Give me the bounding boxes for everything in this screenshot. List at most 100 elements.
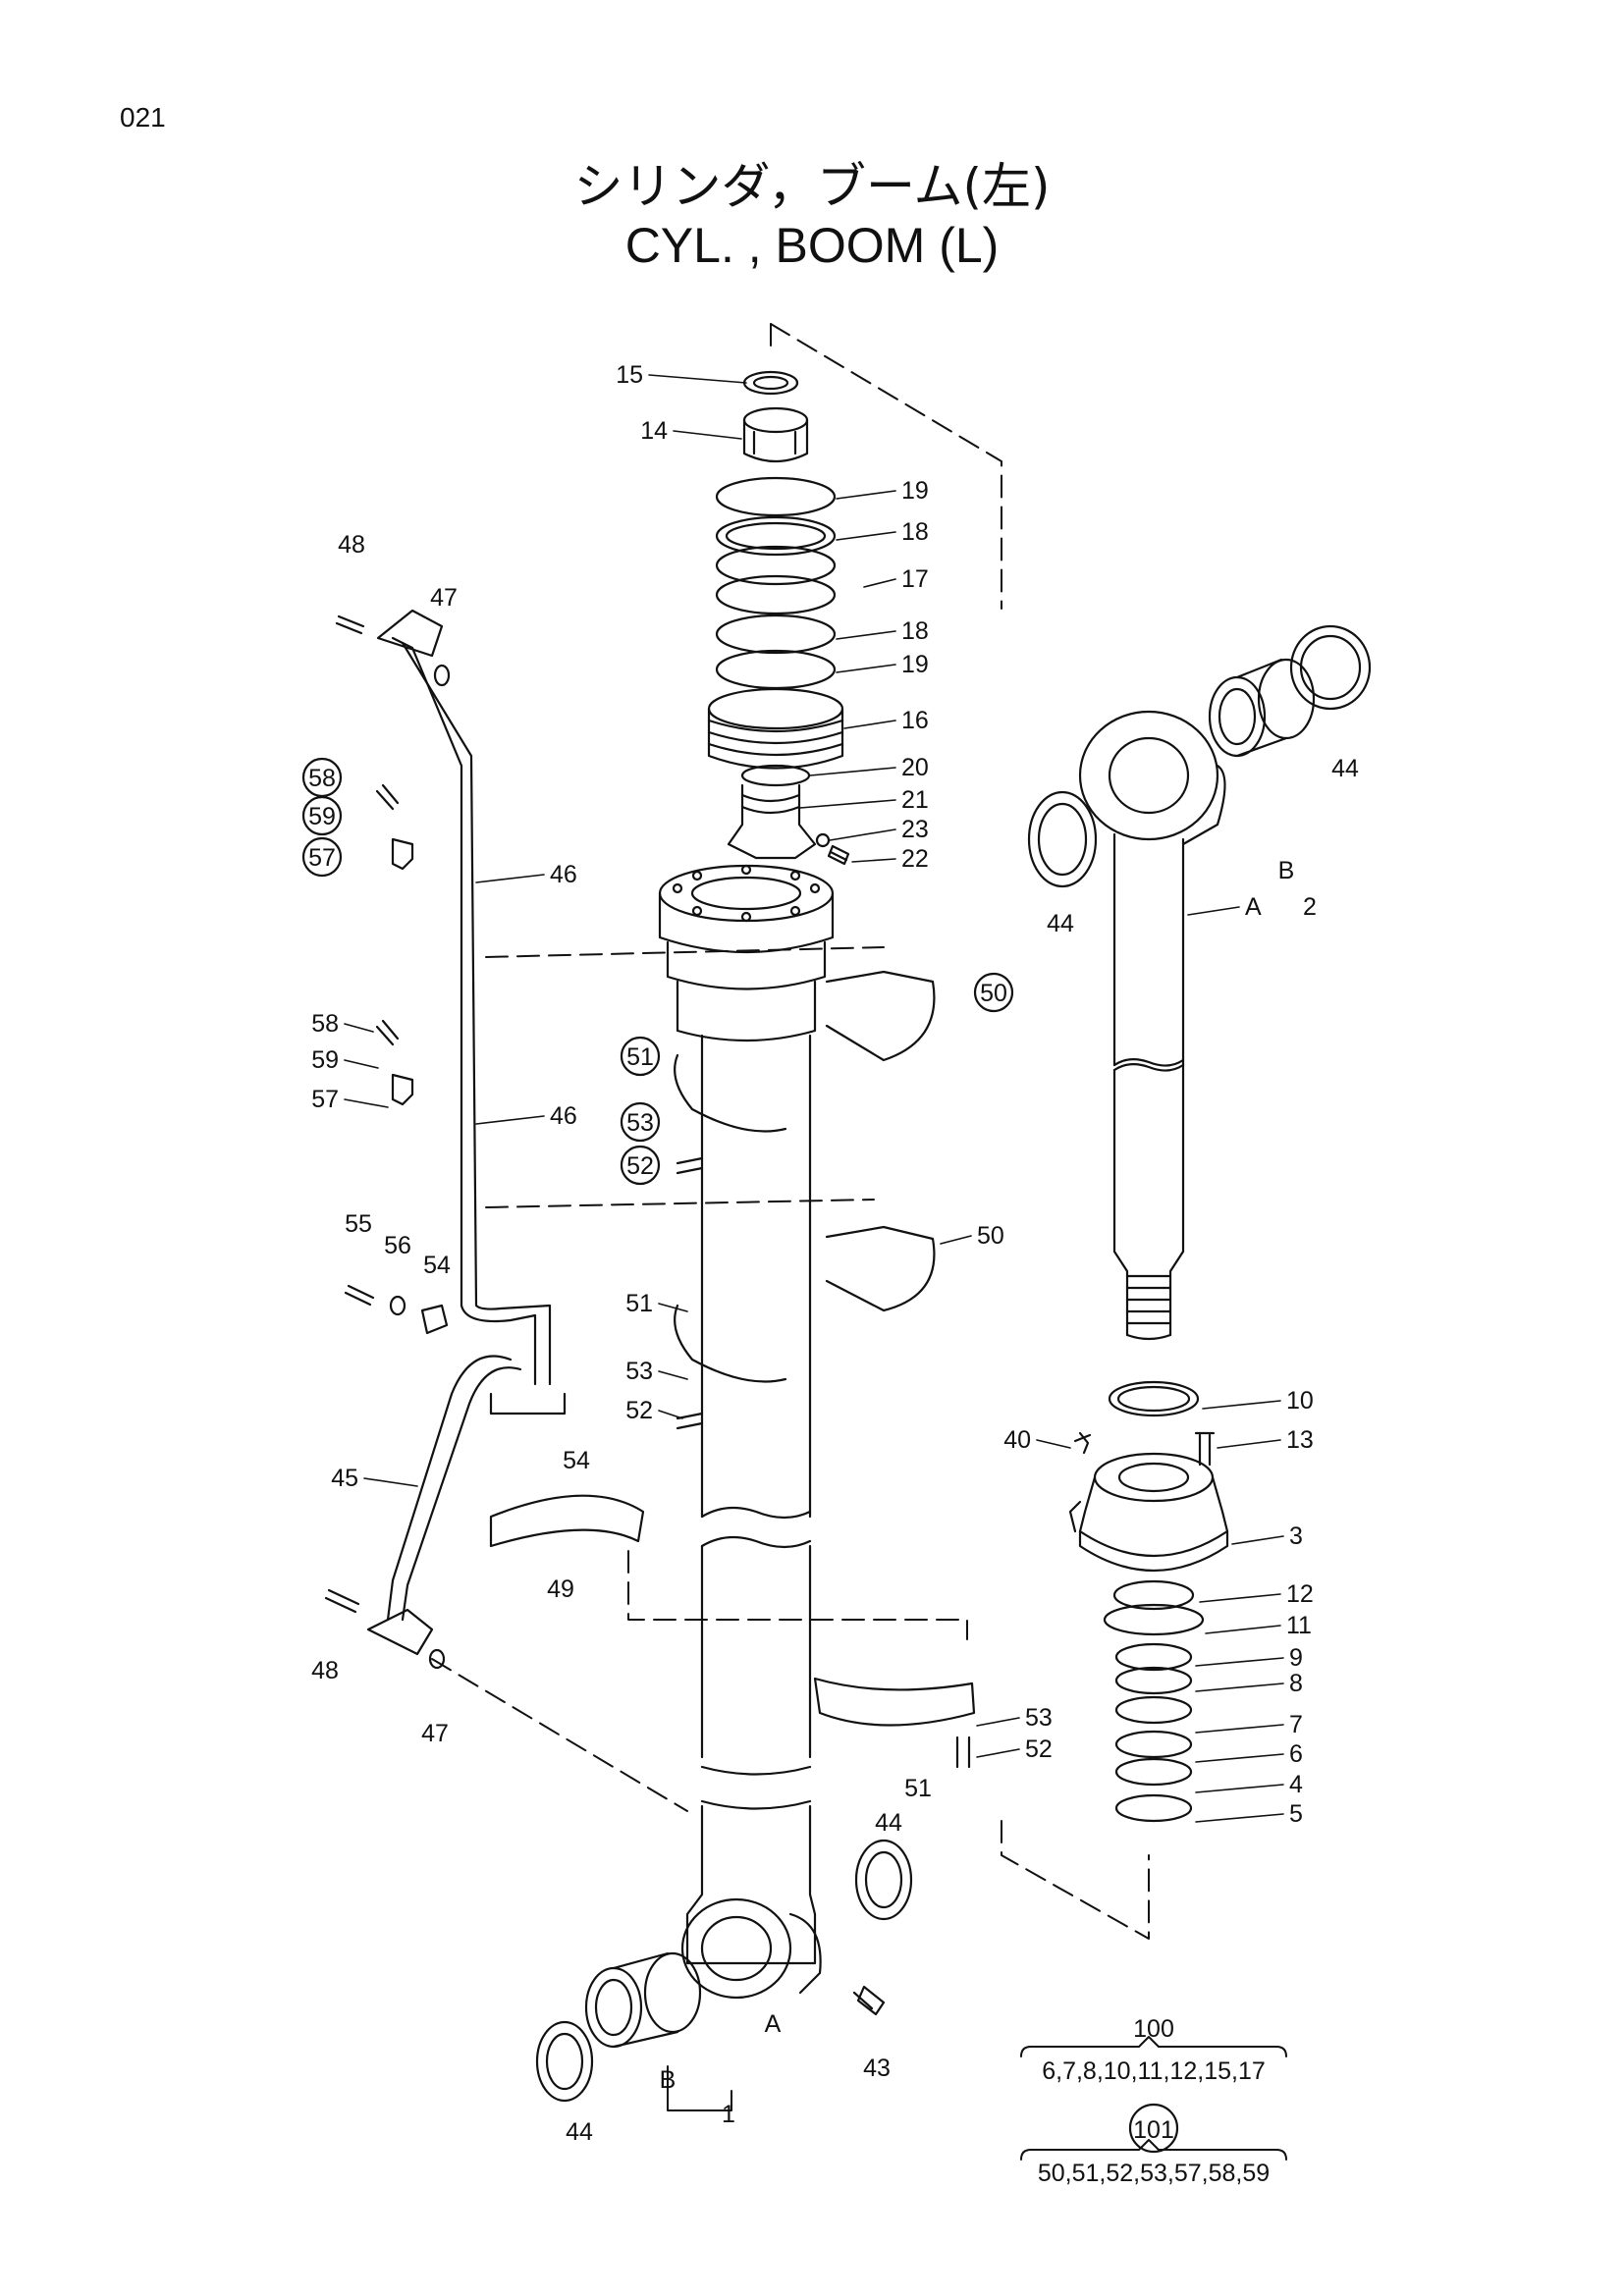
callout-circle (301, 795, 343, 836)
callout-59: 59 (308, 803, 336, 830)
callout-59: 59 (311, 1046, 339, 1074)
callout-50: 50 (980, 980, 1007, 1007)
callout-23: 23 (901, 816, 929, 843)
part-14-bushing (742, 406, 809, 463)
callout-58: 58 (308, 765, 336, 792)
part-22-setscrew (827, 844, 850, 866)
leader-line (1187, 906, 1240, 916)
callout-18: 18 (901, 617, 929, 645)
callout-44: 44 (1331, 755, 1359, 782)
left-hardware (324, 614, 971, 1769)
leader-line (809, 767, 896, 776)
callout-18: 18 (901, 518, 929, 546)
callout-4: 4 (1289, 1771, 1303, 1798)
leader-lines (344, 374, 1284, 1823)
callout-51: 51 (904, 1775, 932, 1802)
leader-line (843, 720, 896, 729)
leader-line (344, 1023, 374, 1033)
leader-line (1195, 1657, 1284, 1667)
callout-10: 10 (1286, 1387, 1314, 1415)
cylinder-eye (680, 1897, 792, 2000)
callout-22: 22 (901, 845, 929, 873)
callout-circle (301, 836, 343, 878)
assembly-guide-lines (431, 323, 1150, 1940)
callout-51: 51 (626, 1043, 654, 1071)
leader-line (836, 531, 896, 541)
callout-57: 57 (308, 844, 336, 872)
leader-line (940, 1235, 972, 1245)
leader-line (1195, 1753, 1284, 1763)
callout-5: 5 (1289, 1800, 1303, 1828)
callout-7: 7 (1289, 1711, 1303, 1738)
part-15-ring (742, 370, 799, 396)
leader-line (344, 1098, 389, 1108)
cylinder-head-assembly (1068, 1380, 1229, 1823)
kit-number: 101 (1133, 2116, 1174, 2144)
kit-number: 100 (1133, 2015, 1174, 2043)
callout-40: 40 (1003, 1426, 1031, 1454)
callout-52: 52 (1025, 1735, 1053, 1763)
callout-A: A (765, 2010, 782, 2038)
lower-bushings (535, 1839, 913, 2103)
callout-11: 11 (1286, 1612, 1312, 1639)
kit-braces (667, 2036, 1287, 2161)
callout-57: 57 (311, 1086, 339, 1113)
page-number: 021 (120, 102, 166, 133)
leader-line (976, 1717, 1020, 1727)
piston-rod (1078, 710, 1226, 1341)
leader-line (1195, 1784, 1284, 1793)
callout-labels: 1514191817181916202123224847585957465058… (301, 361, 1359, 2187)
leader-line (836, 630, 896, 640)
leader-line (1231, 1535, 1284, 1545)
callout-52: 52 (625, 1397, 653, 1424)
callout-44: 44 (1047, 910, 1074, 937)
leader-line (1036, 1439, 1071, 1449)
leader-line (1199, 1593, 1281, 1603)
callout-45: 45 (331, 1465, 358, 1492)
part-21-piston-nut (727, 783, 817, 860)
callout-15: 15 (616, 361, 643, 389)
callout-circle (620, 1101, 661, 1143)
part-23-ball (815, 832, 831, 848)
leader-line (851, 858, 896, 863)
callout-47: 47 (421, 1720, 449, 1747)
callout-19: 19 (901, 477, 929, 505)
callout-21: 21 (901, 786, 929, 814)
seal-stack-top (707, 370, 850, 866)
callout-14: 14 (640, 417, 668, 445)
hydraulic-pipe (366, 609, 567, 1656)
callout-3: 3 (1289, 1522, 1303, 1550)
title-japanese: シリンダ，ブーム(左) (573, 158, 1051, 215)
callout-48: 48 (311, 1657, 339, 1684)
leader-line (1205, 1625, 1281, 1634)
callout-54: 54 (563, 1447, 590, 1474)
kit-parts-list: 6,7,8,10,11,12,15,17 (1042, 2057, 1266, 2085)
callout-12: 12 (1286, 1580, 1314, 1608)
callout-2: 2 (1303, 893, 1317, 921)
callout-B: B (660, 2066, 677, 2094)
leader-line (1202, 1400, 1281, 1410)
kit-parts-list: 50,51,52,53,57,58,59 (1038, 2160, 1270, 2187)
leader-line (658, 1410, 683, 1419)
callout-circle (620, 1145, 661, 1186)
callout-A: A (1245, 893, 1262, 921)
leader-line (648, 374, 747, 384)
part-16-nut (707, 687, 844, 770)
callout-B: B (1278, 857, 1295, 884)
callout-8: 8 (1289, 1670, 1303, 1697)
leader-line (836, 490, 896, 500)
clamps (489, 970, 976, 1727)
callout-44: 44 (875, 1809, 902, 1837)
leader-line (1217, 1439, 1281, 1449)
callout-19: 19 (901, 651, 929, 678)
leader-line (976, 1748, 1020, 1758)
leader-line (363, 1477, 418, 1487)
callout-58: 58 (311, 1010, 339, 1038)
part-43-grease-fitting (852, 1985, 886, 2016)
callout-16: 16 (901, 707, 929, 734)
callout-20: 20 (901, 754, 929, 781)
leader-line (829, 828, 896, 841)
part-13-bolt (1194, 1431, 1216, 1467)
callout-47: 47 (430, 584, 458, 612)
callout-49: 49 (547, 1575, 574, 1603)
